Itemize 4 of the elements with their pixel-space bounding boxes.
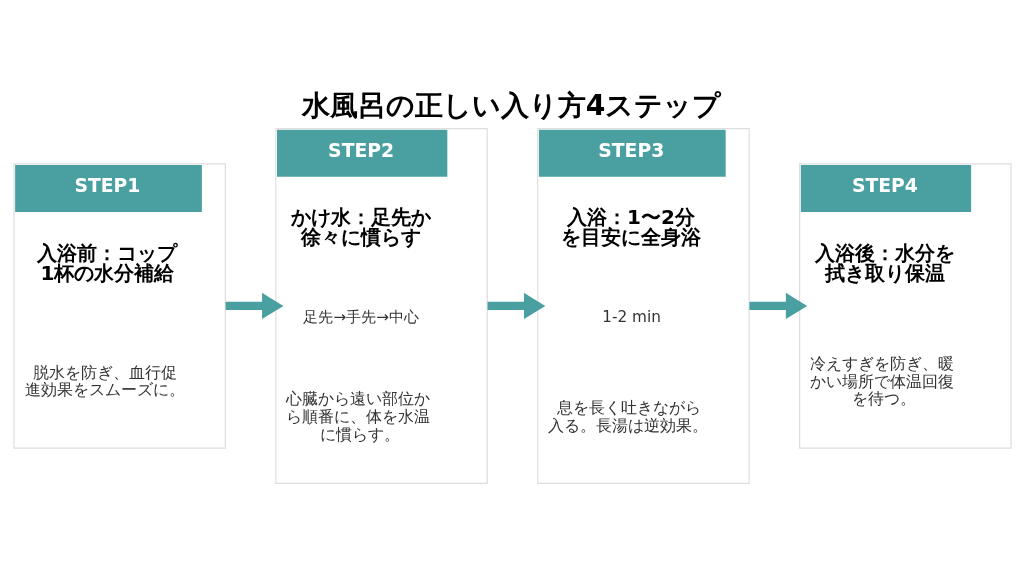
arrow [225,292,283,320]
diagram-title: 水風呂の正しい入り方4ステップ [301,88,721,122]
arrow [748,292,807,320]
arrow [487,292,545,320]
